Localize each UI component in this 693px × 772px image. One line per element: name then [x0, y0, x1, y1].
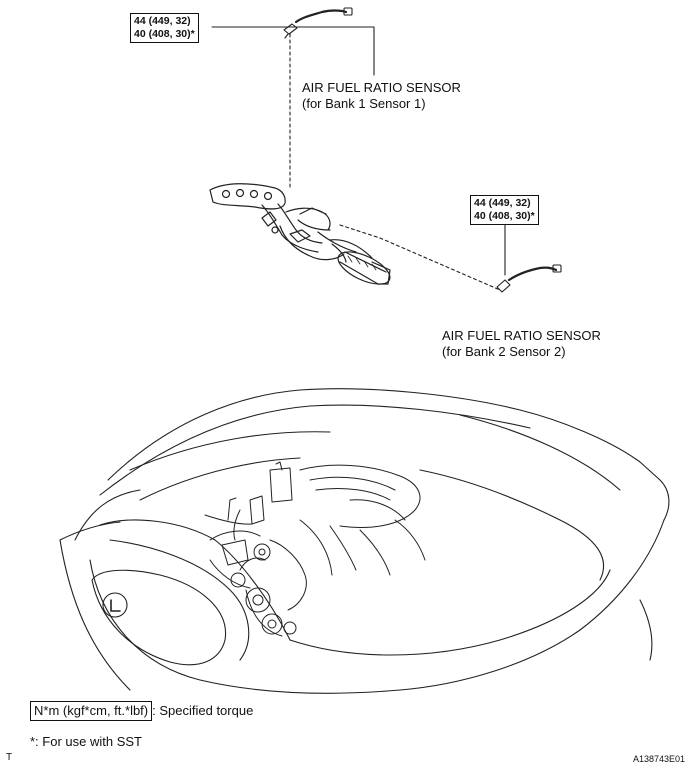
legend-unit-description: : Specified torque: [152, 703, 254, 718]
legend-torque-unit: N*m (kgf*cm, ft.*lbf): Specified torque: [30, 701, 253, 721]
torque-value-standard: 44 (449, 32): [134, 15, 191, 27]
sensor2-position: (for Bank 2 Sensor 2): [442, 344, 566, 359]
leader-line-sensor1-label: [299, 26, 375, 76]
sensor1-label: AIR FUEL RATIO SENSOR (for Bank 1 Sensor…: [302, 80, 461, 112]
sensor1-name: AIR FUEL RATIO SENSOR: [302, 80, 461, 95]
air-fuel-sensor-2-icon: [496, 264, 562, 293]
torque-box-sensor2: 44 (449, 32) 40 (408, 30)*: [470, 195, 539, 225]
vehicle-front-icon: [59, 388, 670, 694]
dashed-line-sensor2: [339, 224, 501, 291]
legend-sst-note: *: For use with SST: [30, 734, 142, 749]
sensor2-label: AIR FUEL RATIO SENSOR (for Bank 2 Sensor…: [442, 328, 601, 360]
torque-box-sensor1: 44 (449, 32) 40 (408, 30)*: [130, 13, 199, 43]
torque-value-sst: 40 (408, 30)*: [474, 210, 535, 222]
torque-value-sst: 40 (408, 30)*: [134, 28, 195, 40]
figure-code: A138743E01: [632, 754, 685, 764]
engine-icon: [204, 461, 426, 637]
sensor1-position: (for Bank 1 Sensor 1): [302, 96, 426, 111]
air-fuel-sensor-1-icon: [283, 7, 353, 39]
exhaust-manifold-icon: [209, 183, 391, 285]
sensor2-name: AIR FUEL RATIO SENSOR: [442, 328, 601, 343]
torque-value-standard: 44 (449, 32): [474, 197, 531, 209]
corner-mark: T: [6, 752, 13, 763]
legend-unit-box: N*m (kgf*cm, ft.*lbf): [30, 701, 153, 721]
